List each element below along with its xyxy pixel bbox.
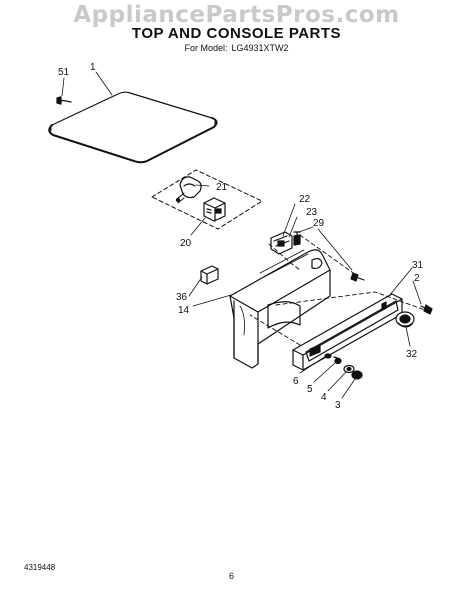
callout-6: 6 (293, 376, 299, 387)
callout-4: 4 (321, 392, 327, 403)
callout-31: 31 (412, 260, 424, 271)
callout-21: 21 (216, 182, 228, 193)
document-number: 4319448 (24, 563, 56, 572)
page-title: TOP AND CONSOLE PARTS (131, 25, 342, 42)
model-label: For Model: (184, 43, 228, 53)
callout-23: 23 (306, 207, 318, 218)
page-number: 6 (229, 571, 235, 581)
control-panel-part-31 (292, 293, 403, 371)
switch-part-21 (175, 176, 202, 204)
callout-20: 20 (180, 238, 192, 249)
screw-part-51 (56, 96, 72, 105)
console-part-14 (229, 249, 331, 369)
switch-part-20 (203, 197, 226, 222)
callout-2: 2 (414, 273, 420, 284)
callout-3: 3 (335, 400, 341, 411)
screw-part-2 (420, 304, 433, 315)
callout-32: 32 (406, 349, 418, 360)
callout-1: 1 (90, 62, 96, 73)
switch-assembly-box (151, 169, 263, 230)
clip-part-36 (200, 265, 219, 285)
callout-29: 29 (313, 218, 325, 229)
model-line: For Model:LG4931XTW2 (0, 43, 473, 53)
callout-5: 5 (307, 384, 313, 395)
callout-22: 22 (299, 194, 311, 205)
leader-lines (61, 71, 422, 399)
screw-part-29 (350, 272, 365, 282)
model-number: LG4931XTW2 (231, 43, 289, 53)
switch-hardware-parts (324, 353, 363, 380)
callout-51: 51 (58, 67, 70, 78)
knob-part-32 (395, 311, 415, 328)
watermark-text: AppliancePartsPros.com (73, 2, 400, 28)
callout-labels: 51 1 21 20 22 23 29 31 2 36 14 32 6 5 4 … (58, 62, 424, 411)
top-panel-part (48, 91, 218, 164)
callout-14: 14 (178, 305, 190, 316)
assembly-lines (249, 234, 426, 346)
callout-36: 36 (176, 292, 188, 303)
screw-part-23 (293, 231, 301, 246)
bracket-part-22 (270, 231, 293, 255)
